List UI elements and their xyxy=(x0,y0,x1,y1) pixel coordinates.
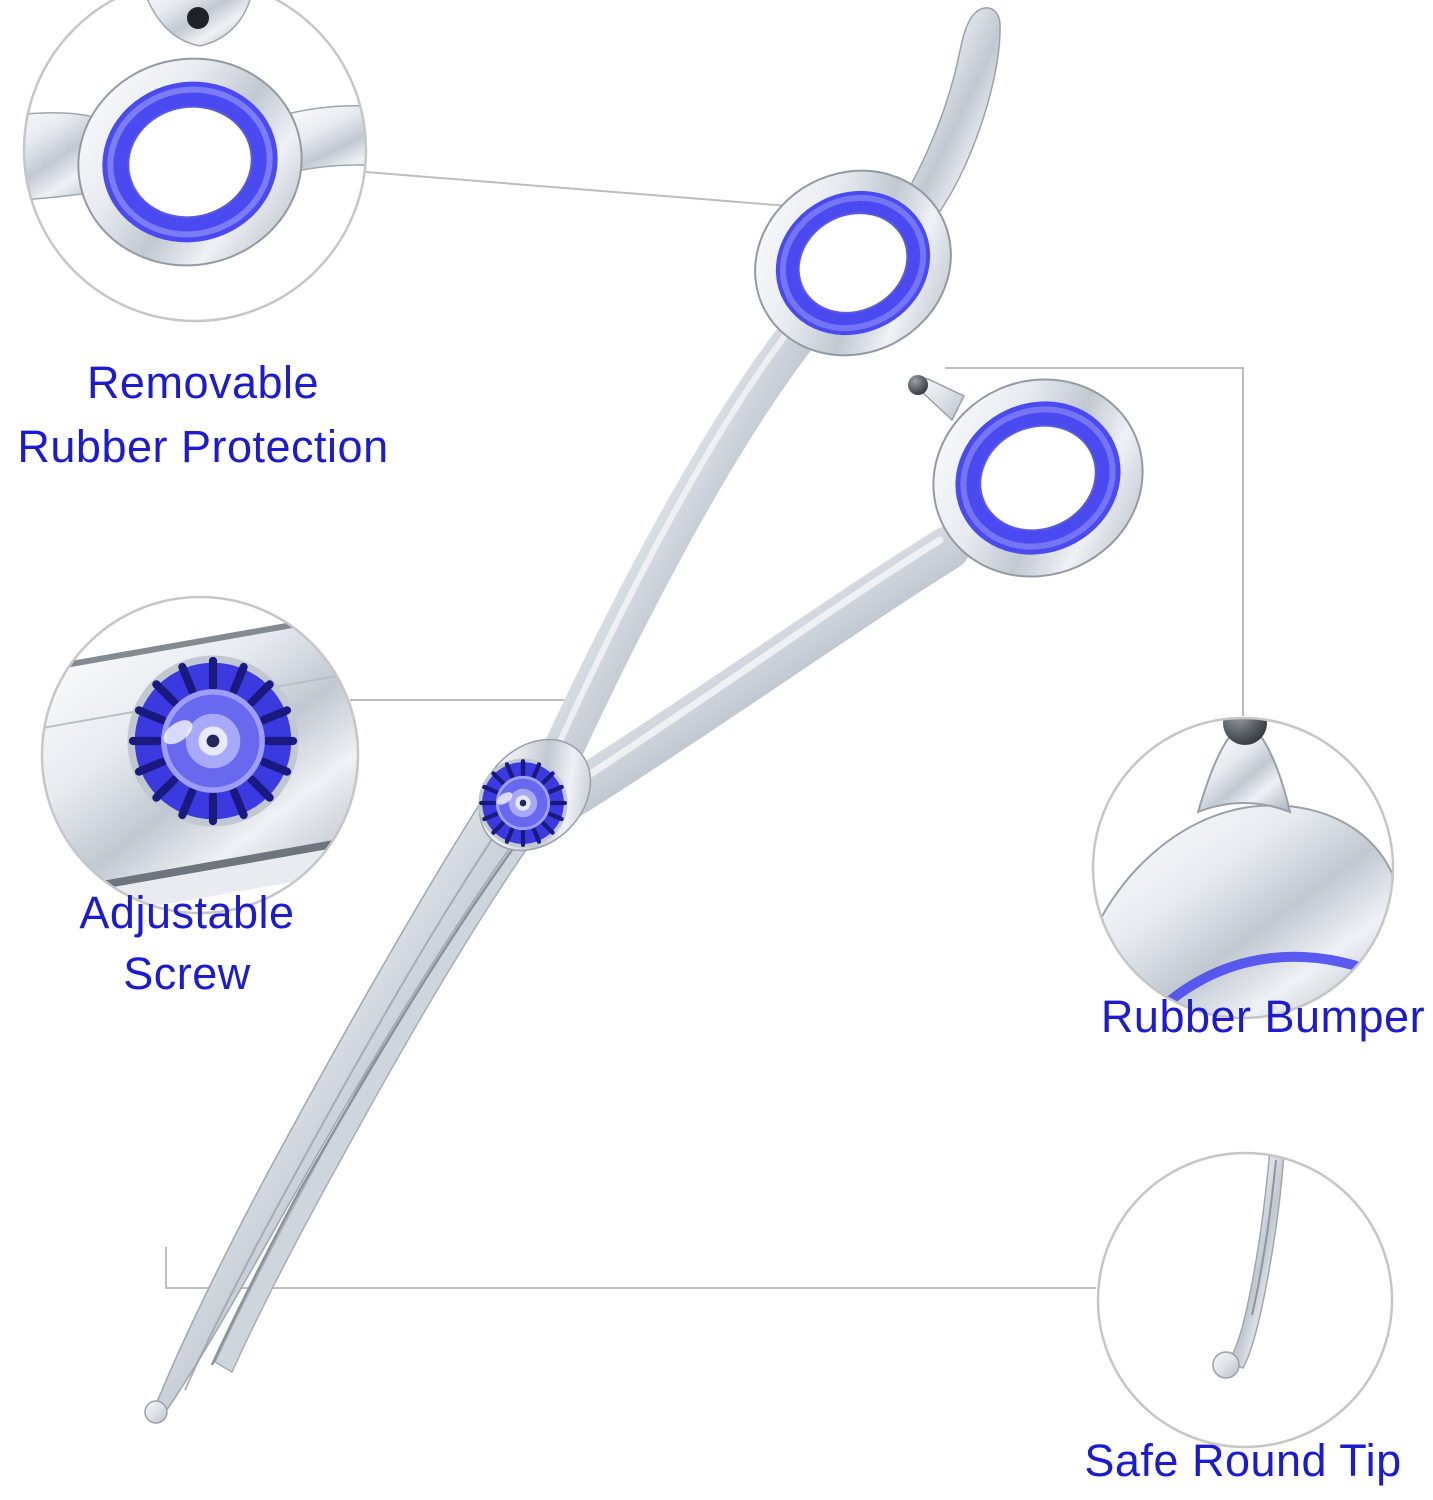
connector-safe-round-tip xyxy=(165,1247,1096,1289)
label-safe-round-tip: Safe Round Tip xyxy=(1084,1435,1402,1486)
callout-circle-rubber-bumper xyxy=(1091,716,1395,1020)
connector-rubber-protection xyxy=(365,171,789,207)
label-rubber-protection-line1: Removable xyxy=(86,357,320,408)
blade-round-tip xyxy=(144,1400,168,1424)
connector-lines xyxy=(165,171,1244,1289)
callout-circle-safe-round-tip xyxy=(1096,1151,1394,1449)
lower-handle xyxy=(543,526,970,822)
pivot-screw xyxy=(478,758,567,847)
upper-handle-highlight xyxy=(545,325,794,771)
label-rubber-protection-line2: Rubber Protection xyxy=(17,421,389,472)
label-rubber-bumper: Rubber Bumper xyxy=(1100,991,1426,1042)
callout-circle-adjustable-screw xyxy=(40,595,360,915)
connector-rubber-bumper xyxy=(945,367,1244,716)
callout1-ring xyxy=(77,57,303,267)
lower-handle-highlight xyxy=(568,536,944,790)
label-adjustable-screw-line2: Screw xyxy=(123,948,251,999)
blade-cutting-edge xyxy=(210,799,551,1366)
callout4-blade-edge-line xyxy=(1251,1159,1277,1316)
callout3-bumper-ball xyxy=(1223,718,1267,745)
label-adjustable-screw-line1: Adjustable xyxy=(79,887,295,938)
callout2-screw xyxy=(127,655,298,826)
callout1-right-arm xyxy=(271,105,366,175)
rubber-bumper xyxy=(908,375,966,422)
upper-finger-ring xyxy=(754,169,952,357)
callout1-bumper-hole xyxy=(187,7,209,29)
scissors xyxy=(144,7,1144,1424)
rubber-bumper-ball xyxy=(908,375,928,395)
blade-ridge-line xyxy=(184,819,506,1391)
lower-finger-ring xyxy=(932,378,1144,578)
callout-circle-rubber-protection xyxy=(22,0,368,323)
upper-handle xyxy=(528,312,820,802)
callout4-round-tip-ball xyxy=(1212,1351,1240,1379)
